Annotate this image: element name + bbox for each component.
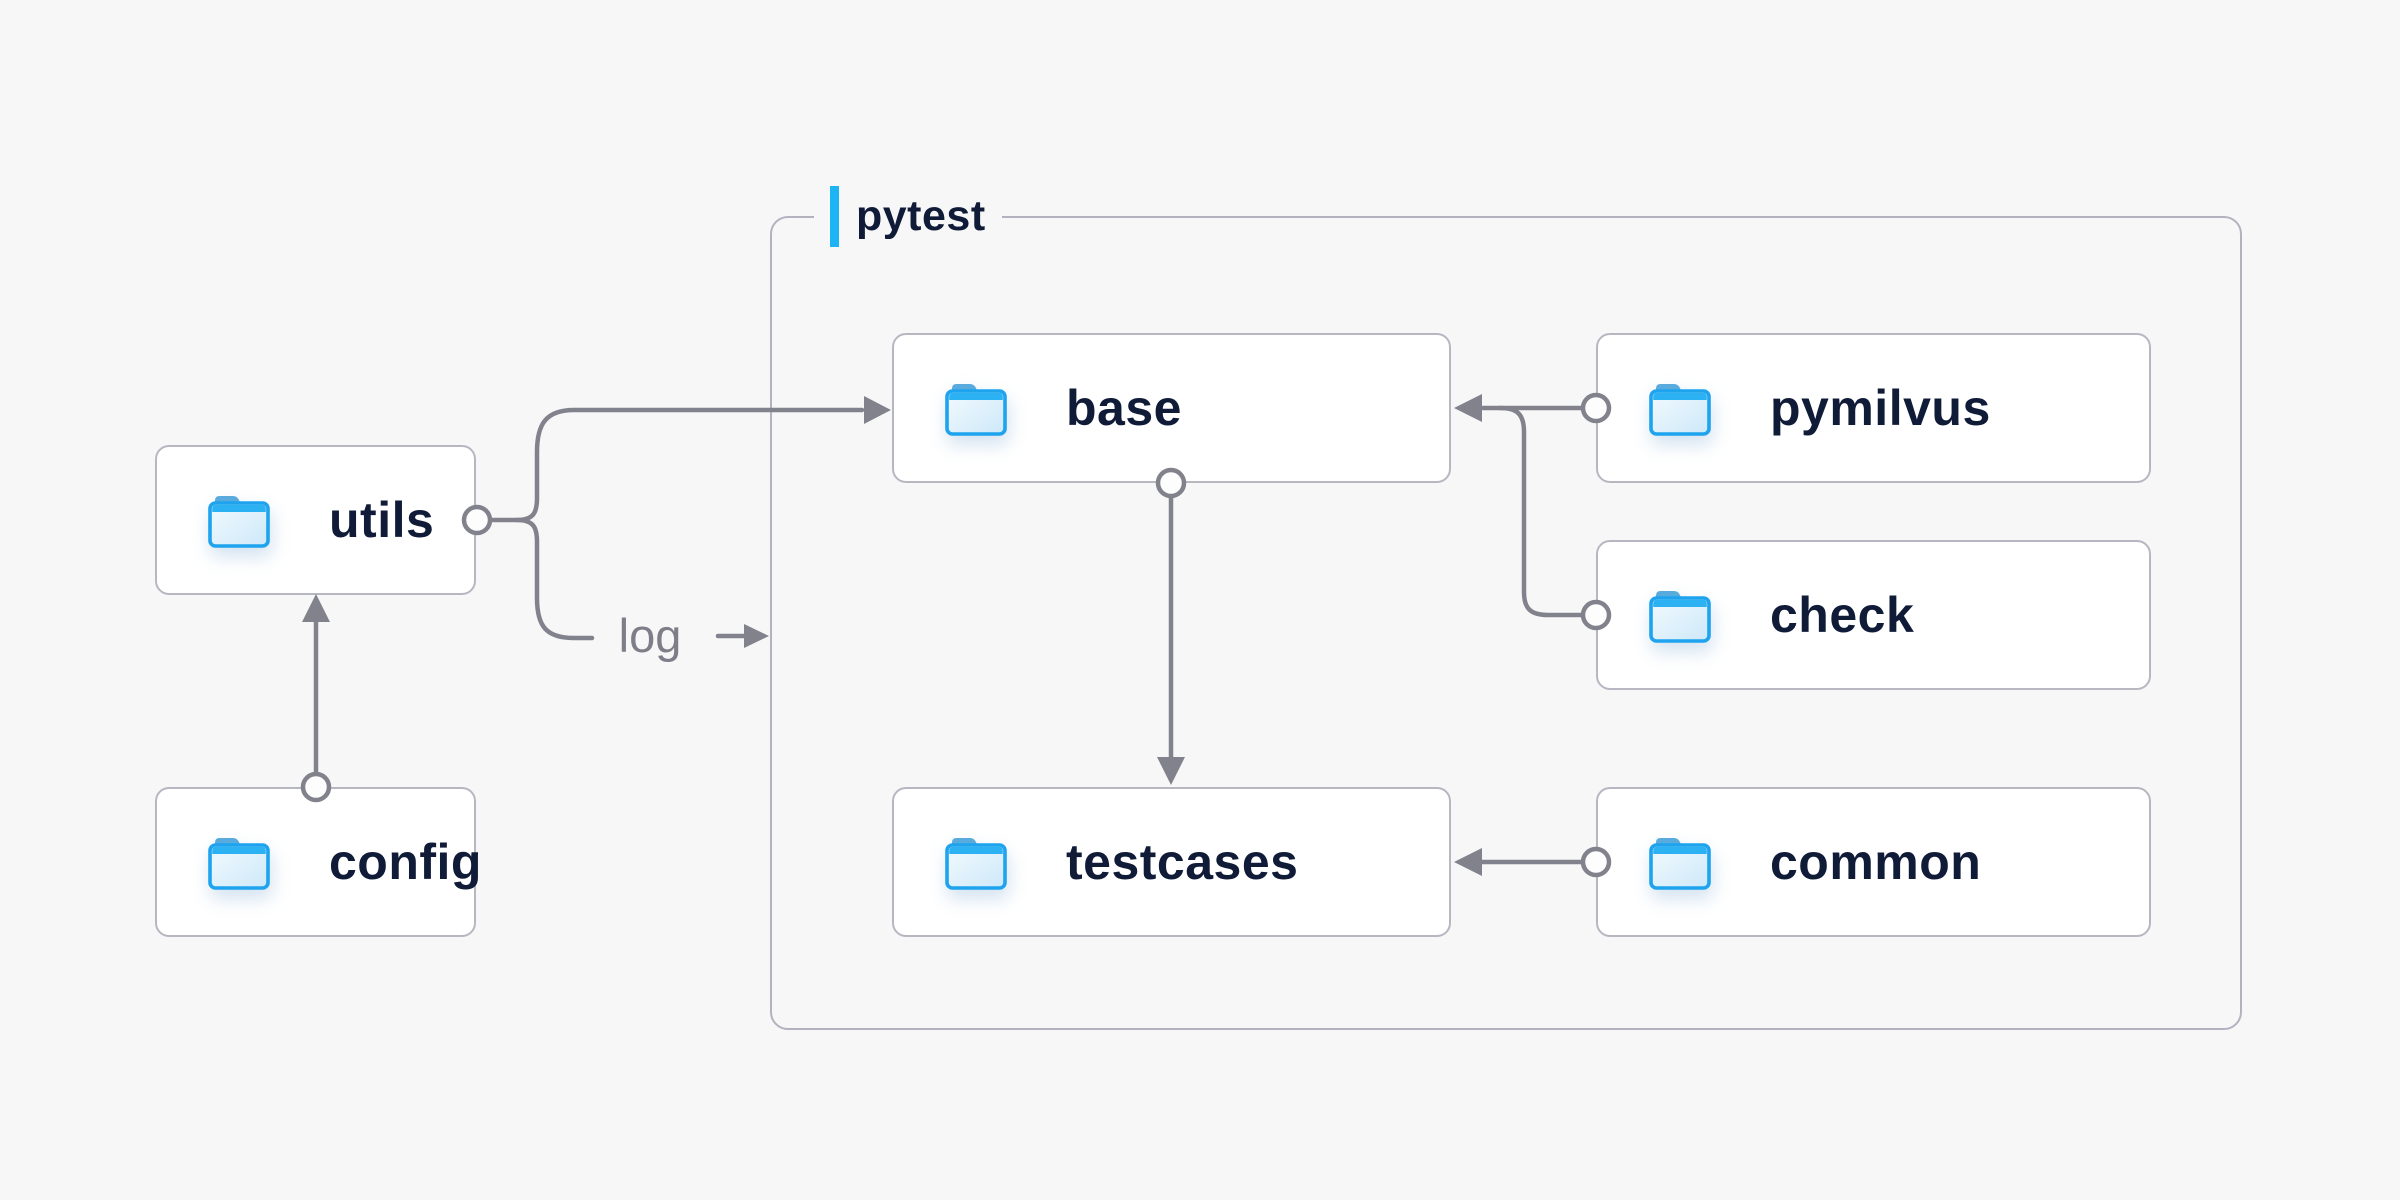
node-testcases: testcases xyxy=(892,787,1451,937)
node-pymilvus-label: pymilvus xyxy=(1770,380,1991,436)
edge-label-log: log xyxy=(618,609,682,662)
edge-config-utils xyxy=(300,594,332,803)
node-config-label: config xyxy=(329,834,482,890)
node-check: check xyxy=(1596,540,2151,690)
pytest-container-label: pytest xyxy=(814,186,1002,247)
node-base: base xyxy=(892,333,1451,483)
node-utils-label: utils xyxy=(329,492,435,548)
node-base-label: base xyxy=(1066,380,1182,436)
folder-icon xyxy=(944,379,1008,437)
node-pymilvus: pymilvus xyxy=(1596,333,2151,483)
node-utils: utils xyxy=(155,445,476,595)
folder-icon xyxy=(207,491,271,549)
pytest-container-title: pytest xyxy=(856,192,986,240)
folder-icon xyxy=(1648,379,1712,437)
node-config: config xyxy=(155,787,481,937)
folder-icon xyxy=(1648,586,1712,644)
pytest-container: pytest xyxy=(770,186,2242,1030)
node-common: common xyxy=(1596,787,2151,937)
node-testcases-label: testcases xyxy=(1066,834,1299,890)
node-check-label: check xyxy=(1770,587,1915,643)
accent-bar xyxy=(830,186,839,247)
folder-icon xyxy=(207,833,271,891)
node-common-label: common xyxy=(1770,834,1982,890)
folder-icon xyxy=(1648,833,1712,891)
folder-icon xyxy=(944,833,1008,891)
